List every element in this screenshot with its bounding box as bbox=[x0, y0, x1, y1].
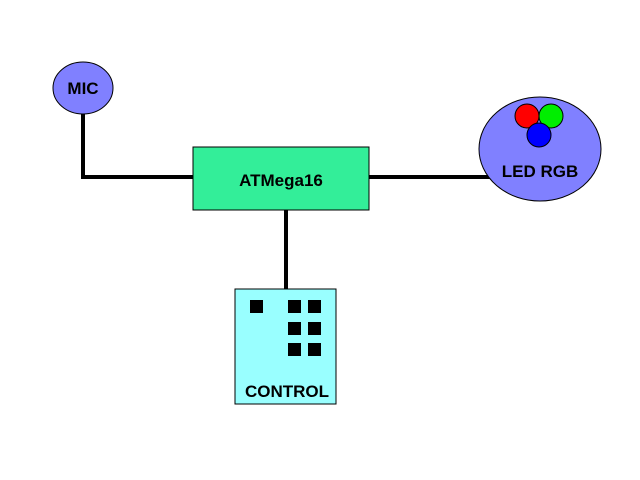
mcu-node-label: ATMega16 bbox=[239, 171, 323, 190]
mic-node-label: MIC bbox=[67, 79, 98, 98]
led-node-shape bbox=[478, 96, 602, 202]
control-key bbox=[250, 300, 263, 313]
control-node: CONTROL bbox=[234, 288, 337, 405]
control-key bbox=[288, 343, 301, 356]
control-keypad bbox=[250, 300, 321, 356]
control-key bbox=[288, 300, 301, 313]
led-node: LED RGB bbox=[478, 96, 602, 202]
control-key bbox=[308, 322, 321, 335]
led-blue-dot bbox=[526, 122, 552, 148]
mcu-node: ATMega16 bbox=[192, 146, 370, 211]
control-key bbox=[288, 322, 301, 335]
mic-node-shape bbox=[52, 61, 114, 115]
connectors bbox=[81, 113, 492, 289]
mic-to-mcu-connector bbox=[81, 113, 193, 179]
led-node-label: LED RGB bbox=[502, 162, 579, 181]
mcu-node-shape bbox=[192, 146, 370, 211]
led-green-dot bbox=[538, 103, 564, 129]
mic-node: MIC bbox=[52, 61, 114, 115]
control-node-label: CONTROL bbox=[245, 382, 329, 401]
control-key bbox=[308, 300, 321, 313]
control-key bbox=[308, 343, 321, 356]
